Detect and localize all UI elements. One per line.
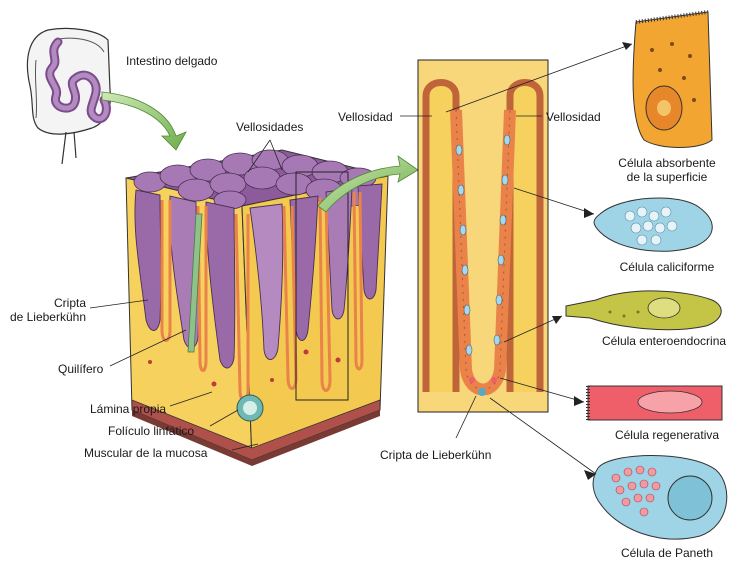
label-lamina: Lámina propia [90, 402, 166, 416]
label-cell-enteroendocrina: Célula enteroendocrina [594, 334, 734, 348]
label-foliculo: Folículo linfático [108, 424, 194, 438]
label-cripta-left-2: de Lieberkühn [6, 310, 86, 324]
cell-regenerativa [588, 386, 722, 420]
label-cell-absorbente-2: de la superficie [600, 170, 734, 184]
label-cell-caliciforme: Célula caliciforme [600, 260, 734, 274]
label-cripta-left-1: Cripta [6, 296, 86, 310]
label-vellosidades: Vellosidades [236, 120, 303, 134]
villus-panel [418, 60, 548, 412]
label-quilifero: Quilífero [58, 362, 103, 376]
cell-paneth [593, 456, 727, 540]
label-muscular: Muscular de la mucosa [84, 446, 207, 460]
label-intestino: Intestino delgado [126, 54, 217, 68]
label-vellosidad-right: Vellosidad [546, 110, 601, 124]
label-cripta-center: Cripta de Lieberkühn [380, 448, 491, 462]
cell-enteroendocrina [566, 291, 721, 330]
label-cell-regenerativa: Célula regenerativa [600, 428, 734, 442]
tissue-block [126, 150, 388, 466]
label-cell-absorbente-1: Célula absorbente [600, 156, 734, 170]
intestine-illustration [27, 28, 110, 164]
label-cell-paneth: Célula de Paneth [600, 546, 734, 560]
label-vellosidad-left: Vellosidad [338, 110, 393, 124]
cell-absorbente [633, 12, 712, 148]
zoom-arrow-1 [102, 92, 186, 150]
lymphatic-follicle [237, 395, 263, 421]
cell-caliciforme [594, 198, 712, 251]
